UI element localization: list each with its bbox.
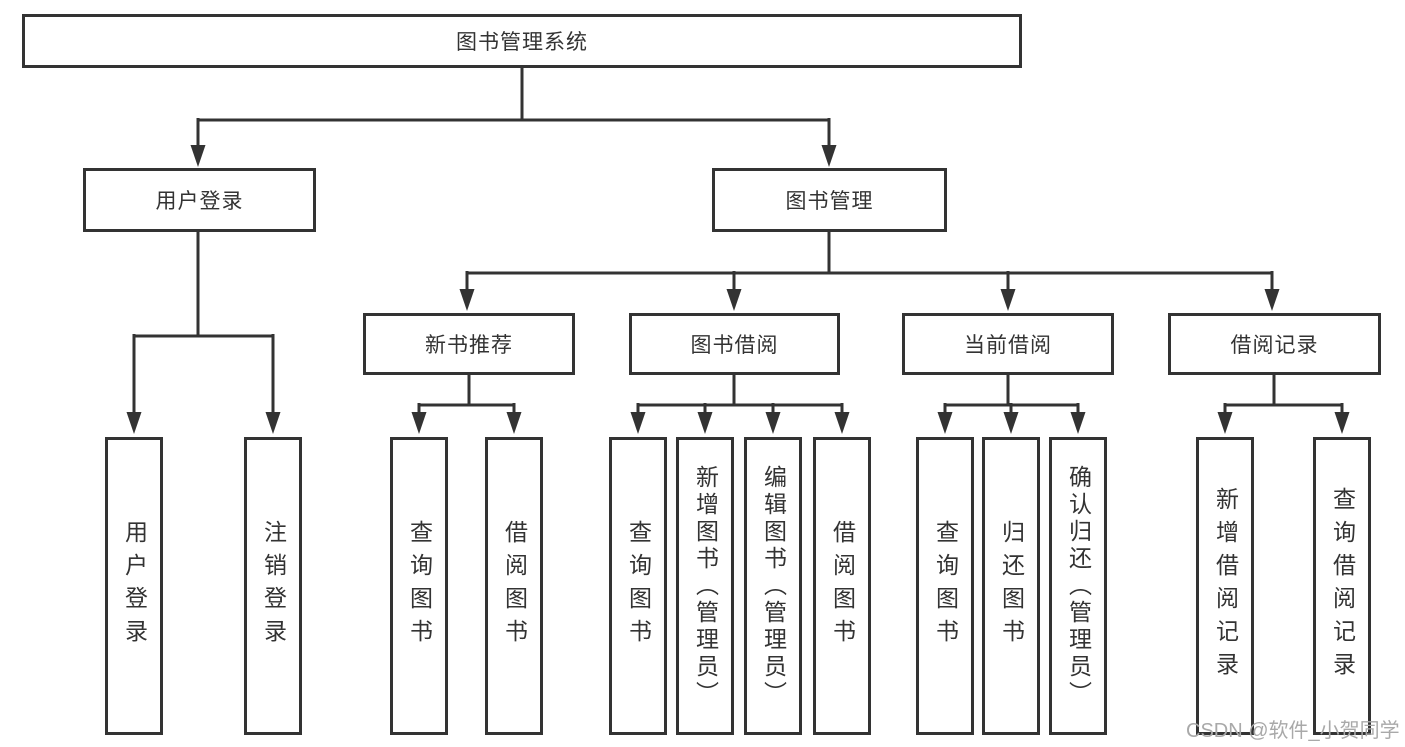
node-add-books-admin: 新增图书（管理员）: [676, 437, 734, 735]
node-book-management: 图书管理: [712, 168, 947, 232]
node-borrowing-records: 借阅记录: [1168, 313, 1381, 375]
node-label: 新增图书（管理员）: [692, 464, 719, 708]
node-label: 查询图书: [406, 520, 433, 652]
node-edit-books-admin: 编辑图书（管理员）: [744, 437, 802, 735]
node-label: 查询图书: [625, 520, 652, 652]
node-login: 用户登录: [105, 437, 163, 735]
node-label: 图书管理: [785, 190, 874, 213]
node-logout: 注销登录: [244, 437, 302, 735]
arrowheads: [126, 145, 1350, 434]
node-add-borrow-record: 新增借阅记录: [1196, 437, 1254, 735]
node-query-books-current: 查询图书: [916, 437, 974, 735]
node-label: 用户登录: [155, 190, 244, 213]
csdn-watermark: CSDN @软件_小贺同学: [1186, 720, 1400, 742]
node-current-borrowing: 当前借阅: [902, 313, 1114, 375]
node-return-books: 归还图书: [982, 437, 1040, 735]
node-label: 注销登录: [260, 520, 287, 652]
node-label: 借阅图书: [501, 520, 528, 652]
node-label: 查询借阅记录: [1329, 487, 1356, 685]
node-label: 当前借阅: [964, 334, 1052, 357]
node-label: 用户登录: [121, 520, 148, 652]
node-user-login: 用户登录: [83, 168, 316, 232]
node-label: 新增借阅记录: [1212, 487, 1239, 685]
node-borrow-books-recommend: 借阅图书: [485, 437, 543, 735]
node-confirm-return-admin: 确认归还（管理员）: [1049, 437, 1107, 735]
node-label: 确认归还（管理员）: [1065, 464, 1092, 708]
node-library-management-system: 图书管理系统: [22, 14, 1022, 68]
node-query-borrow-record: 查询借阅记录: [1313, 437, 1371, 735]
node-label: 图书管理系统: [456, 31, 588, 54]
node-label: 查询图书: [932, 520, 959, 652]
node-label: 编辑图书（管理员）: [760, 464, 787, 708]
node-label: 图书借阅: [690, 334, 779, 357]
node-label: 新书推荐: [425, 334, 513, 357]
node-query-books-recommend: 查询图书: [390, 437, 448, 735]
node-borrow-books-borrowing: 借阅图书: [813, 437, 871, 735]
node-book-borrowing: 图书借阅: [629, 313, 840, 375]
node-label: 借阅图书: [829, 520, 856, 652]
node-label: 归还图书: [998, 520, 1025, 652]
node-query-books-borrowing: 查询图书: [609, 437, 667, 735]
node-label: 借阅记录: [1230, 334, 1319, 357]
node-new-book-recommend: 新书推荐: [363, 313, 575, 375]
